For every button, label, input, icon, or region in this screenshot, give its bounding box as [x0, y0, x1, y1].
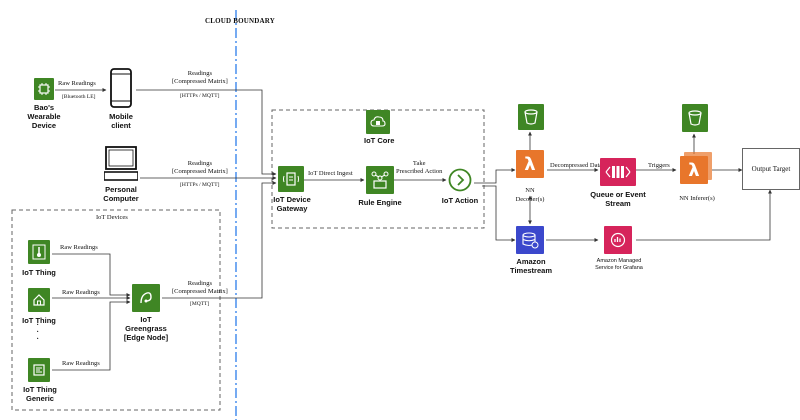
edge-label-greengrass-gateway: Readings [Compressed Matrix] [172, 280, 228, 295]
edge-proto-wearable-mobile: [Bluetooth LE] [62, 94, 96, 100]
mobile-label: Mobile client [109, 112, 133, 130]
queue-label: Queue or Event Stream [590, 190, 646, 208]
grafana-icon[interactable] [604, 226, 632, 254]
generic-chip-icon[interactable] [28, 358, 50, 382]
edge-label-generic: Raw Readings [62, 360, 100, 367]
edge-proto-mobile-gateway: [HTTPs / MQTT] [180, 93, 220, 99]
greengrass-icon[interactable] [132, 284, 160, 312]
greengrass-label: IoT Greengrass [Edge Node] [123, 315, 169, 342]
iot-devices-box [11, 209, 221, 411]
edge-label-pc-gateway: Readings [Compressed Matrix] [172, 160, 228, 175]
iot-gateway-icon[interactable] [278, 166, 304, 192]
edge-mobile-gateway [136, 89, 277, 176]
edge-label-thing2: Raw Readings [62, 289, 100, 296]
gateway-label: IoT Device Gateway [273, 195, 311, 213]
nn-decoder-label: NN Decoder(s) [515, 187, 545, 203]
edge-generic-greengrass [52, 300, 131, 371]
edge-proto-greengrass-gateway: [MQTT] [190, 301, 210, 307]
wearable-label: Bao's Wearable Device [27, 103, 61, 130]
edge-label-rule-action: Take Prescribed Action [396, 160, 443, 175]
grafana-label: Amazon Managed Service for Grafana [595, 258, 643, 271]
s3-bucket-inferer-icon[interactable] [682, 104, 708, 132]
s3-bucket-icon[interactable] [518, 104, 544, 130]
database-icon[interactable] [516, 226, 544, 254]
edge-label-thing1: Raw Readings [60, 244, 98, 251]
rule-engine-label: Rule Engine [358, 198, 402, 207]
edge-action-decoder [474, 168, 516, 184]
pc-label: Personal Computer [103, 185, 139, 203]
thermometer-icon[interactable] [28, 240, 50, 264]
iot-thing-2-label: IoT Thing [22, 316, 56, 325]
smartphone-icon[interactable] [110, 68, 132, 113]
iot-thing-generic-label: IoT Thing Generic [23, 385, 57, 403]
cloud-boundary-title: CLOUD BOUNDARY [205, 17, 276, 25]
queue-icon[interactable] [600, 158, 636, 186]
edge-greengrass-gateway [162, 181, 277, 299]
lambda-inferer-icon[interactable]: λ [680, 156, 708, 184]
output-target-box[interactable]: Output Target [742, 148, 800, 190]
more-things-ellipsis: ··· [36, 320, 40, 345]
edge-label-wearable-mobile: Raw Readings [58, 80, 96, 87]
nn-inferer-label: NN Inferer(s) [679, 195, 715, 202]
iot-core-title: IoT Core [364, 136, 395, 145]
desktop-computer-icon[interactable] [103, 146, 139, 187]
edge-thing1-greengrass [52, 253, 131, 297]
house-icon[interactable] [28, 288, 50, 312]
edge-label-queue-inferer: Triggers [648, 162, 670, 169]
timestream-label: Amazon Timestream [510, 257, 552, 275]
iot-action-label: IoT Action [441, 196, 479, 205]
iot-devices-title: IoT Devices [96, 214, 128, 221]
edge-label-decoder-queue: Decompressed Data [550, 162, 603, 169]
edge-label-gateway-rule: IoT Direct Ingest [308, 170, 353, 177]
edge-proto-pc-gateway: [HTTPs / MQTT] [180, 182, 220, 188]
edge-label-mobile-gateway: Readings [Compressed Matrix] [172, 70, 228, 85]
edge-action-timestream [482, 185, 516, 242]
cloud-chip-icon[interactable] [366, 110, 390, 134]
chevron-circle-icon[interactable] [448, 168, 472, 197]
circuit-icon[interactable] [34, 78, 54, 100]
edge-grafana-output [636, 189, 772, 241]
iot-thing-1-label: IoT Thing [22, 268, 56, 277]
rule-engine-icon[interactable] [366, 166, 394, 194]
output-target-label: Output Target [751, 165, 791, 173]
lambda-icon[interactable]: λ [516, 150, 544, 178]
